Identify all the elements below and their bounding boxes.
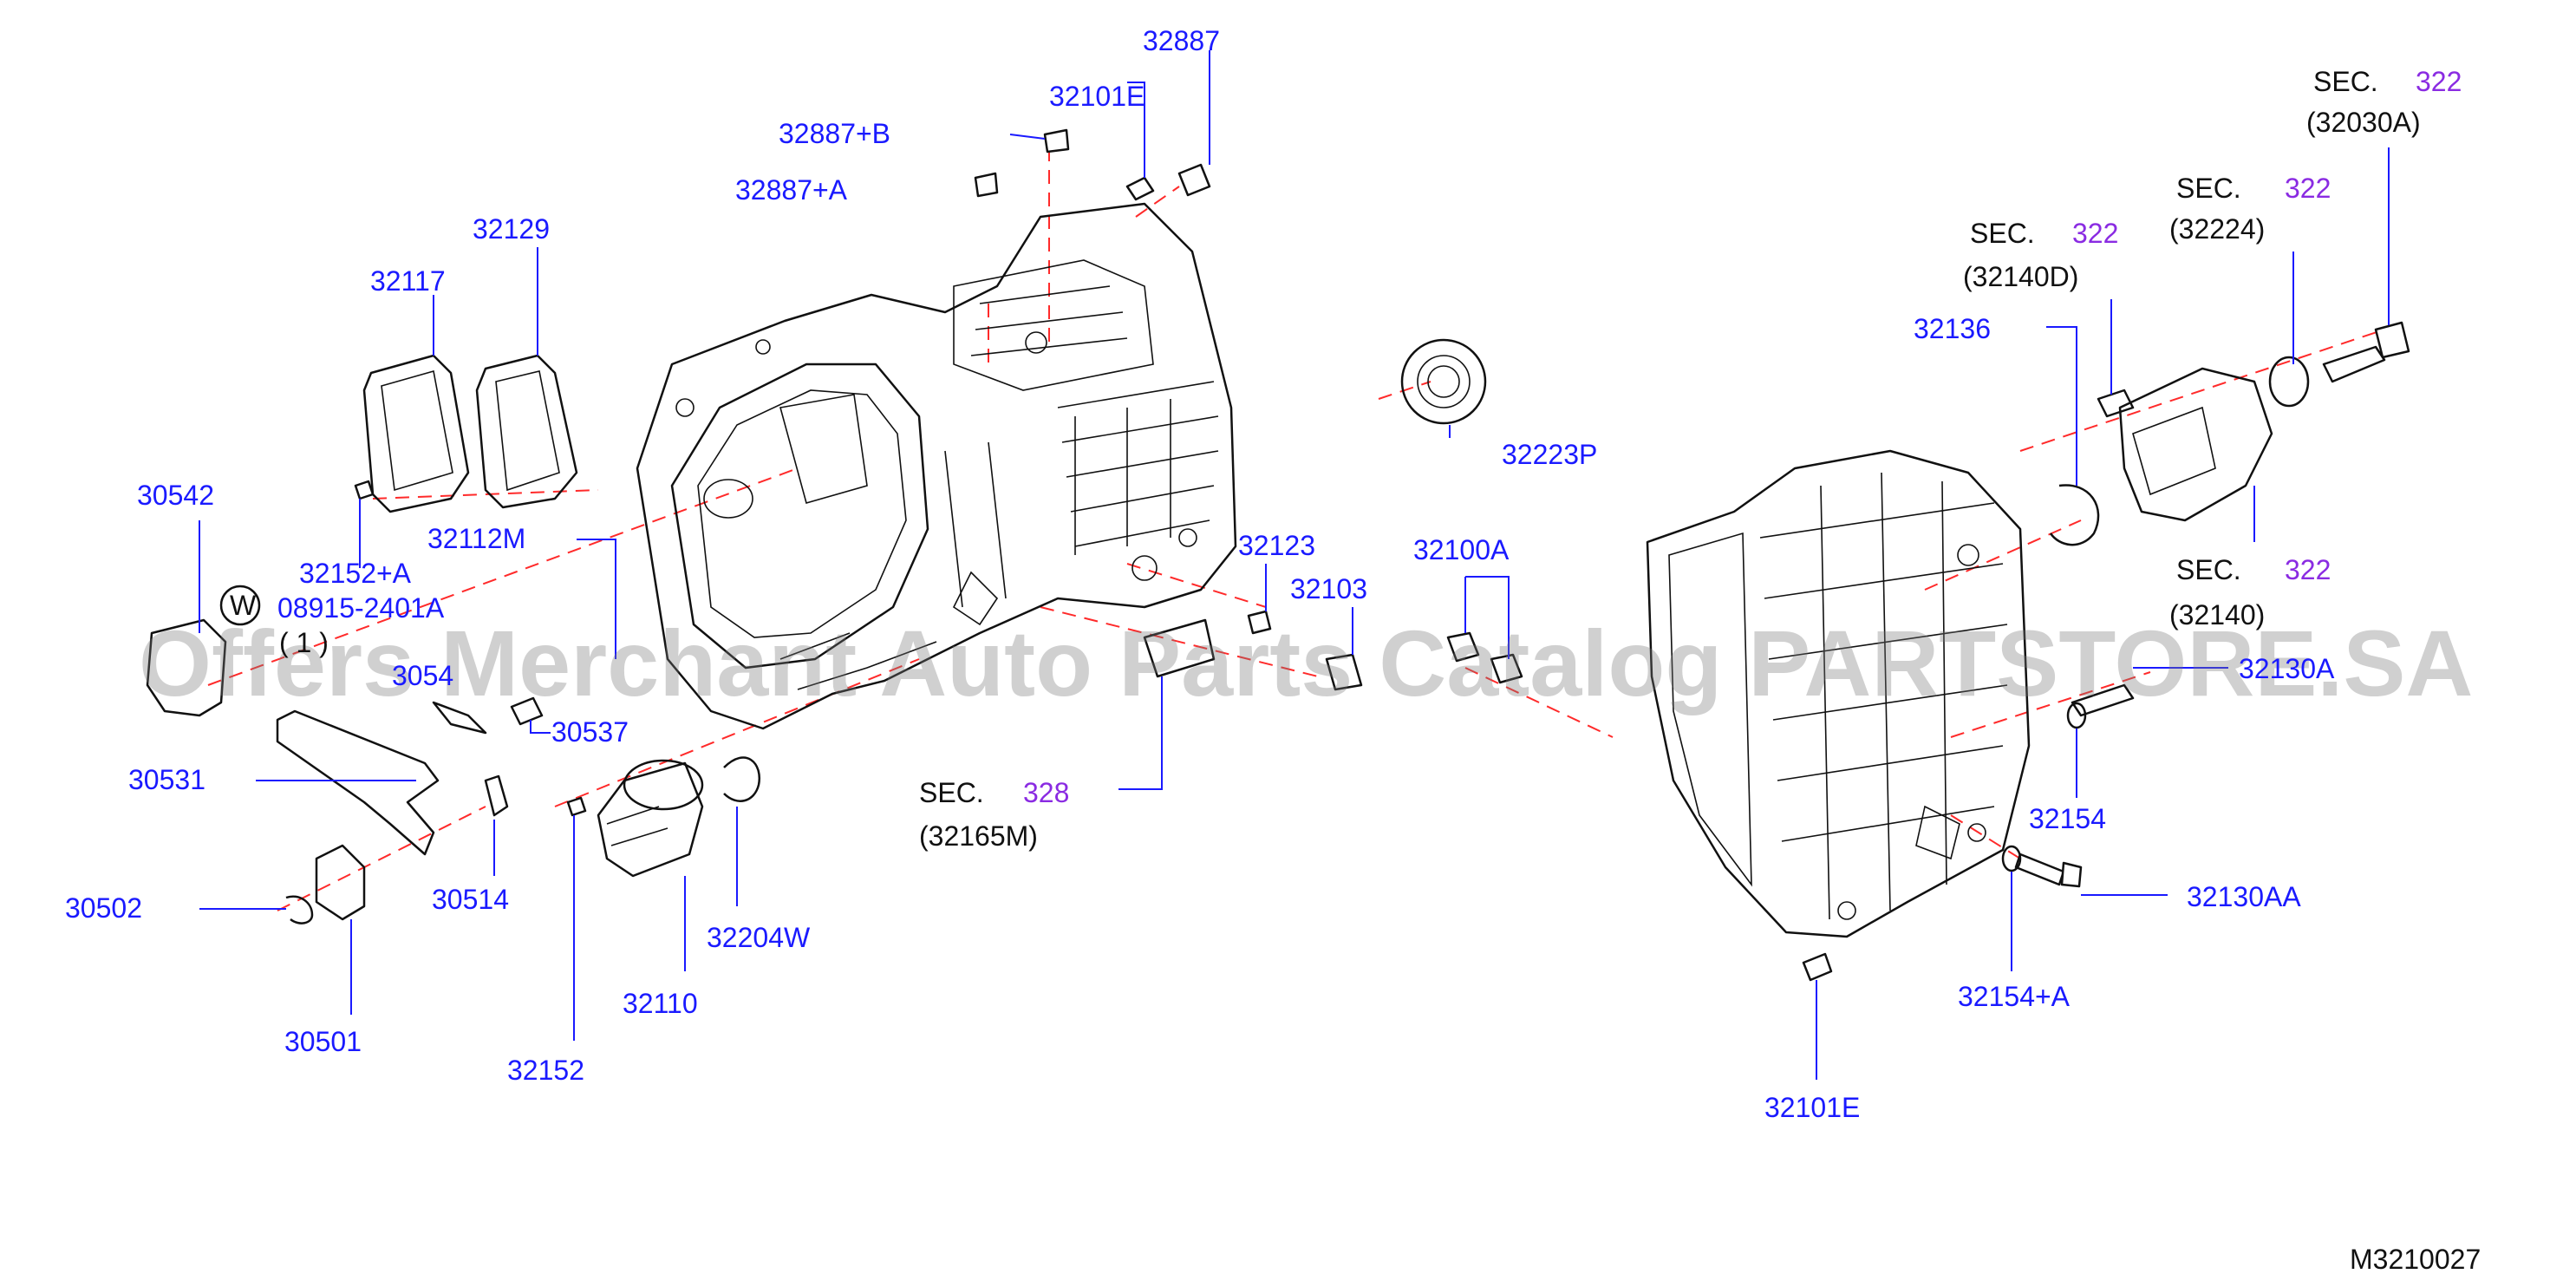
label-32130AA[interactable]: 32130AA bbox=[2187, 881, 2301, 912]
transmission-case-left bbox=[636, 202, 1237, 730]
label-32887-B[interactable]: 32887+B bbox=[779, 118, 890, 149]
label-32887[interactable]: 32887 bbox=[1143, 25, 1220, 56]
label-30501[interactable]: 30501 bbox=[284, 1026, 362, 1057]
transmission-case-right bbox=[1646, 449, 2031, 938]
label-32152-A[interactable]: 32152+A bbox=[299, 558, 412, 589]
label-32152[interactable]: 32152 bbox=[507, 1055, 584, 1086]
label-32887-A[interactable]: 32887+A bbox=[735, 174, 848, 206]
label-32110[interactable]: 32110 bbox=[623, 988, 698, 1019]
label-32223P[interactable]: 32223P bbox=[1502, 439, 1597, 470]
diagram-code: M3210027 bbox=[2350, 1244, 2481, 1275]
sec-number-4[interactable]: 322 bbox=[2285, 554, 2331, 585]
label-32103[interactable]: 32103 bbox=[1290, 573, 1367, 604]
leader-lines bbox=[199, 50, 2390, 1080]
sec-number-1[interactable]: 322 bbox=[2416, 66, 2462, 97]
sec-number-2[interactable]: 322 bbox=[2285, 173, 2331, 204]
label-32130A[interactable]: 32130A bbox=[2239, 653, 2335, 684]
sec-ref-32140D[interactable]: (32140D) bbox=[1963, 261, 2078, 292]
label-30542[interactable]: 30542 bbox=[137, 480, 214, 511]
sec-ref-32030A[interactable]: (32030A) bbox=[2306, 107, 2421, 138]
label-3054x[interactable]: 3054 bbox=[392, 660, 453, 691]
sec-number-3[interactable]: 322 bbox=[2072, 218, 2118, 249]
sec-word-4: SEC. bbox=[2176, 554, 2241, 585]
small-parts bbox=[146, 128, 2410, 982]
label-08915-qty: ( 1 ) bbox=[279, 627, 329, 658]
section-references: SEC. 322 (32030A) SEC. 322 (32224) SEC. … bbox=[919, 66, 2462, 852]
sec-word-3: SEC. bbox=[1970, 218, 2035, 249]
sec-ref-32224[interactable]: (32224) bbox=[2169, 213, 2265, 245]
label-32117[interactable]: 32117 bbox=[370, 265, 446, 297]
label-32154-A[interactable]: 32154+A bbox=[1958, 981, 2071, 1012]
label-32112M[interactable]: 32112M bbox=[427, 523, 525, 554]
label-08915-2401A[interactable]: 08915-2401A bbox=[277, 592, 445, 624]
sec-word-1: SEC. bbox=[2313, 66, 2378, 97]
sec-word-2: SEC. bbox=[2176, 173, 2241, 204]
label-32204W[interactable]: 32204W bbox=[707, 922, 811, 953]
w-symbol-letter: W bbox=[230, 590, 257, 621]
label-32101E-top[interactable]: 32101E bbox=[1049, 81, 1145, 112]
sec-ref-32165M[interactable]: (32165M) bbox=[919, 820, 1038, 852]
label-32154[interactable]: 32154 bbox=[2029, 803, 2106, 834]
part-labels: 32887 32101E 32887+B 32887+A 32129 32117… bbox=[65, 25, 2335, 1123]
label-32136[interactable]: 32136 bbox=[1914, 313, 1991, 344]
sec-number-5[interactable]: 328 bbox=[1023, 777, 1069, 808]
label-30537[interactable]: 30537 bbox=[551, 716, 629, 748]
label-32129[interactable]: 32129 bbox=[473, 213, 550, 245]
label-30514[interactable]: 30514 bbox=[432, 884, 509, 915]
sec-ref-32140[interactable]: (32140) bbox=[2169, 599, 2265, 630]
sec-word-5: SEC. bbox=[919, 777, 984, 808]
label-30502[interactable]: 30502 bbox=[65, 892, 142, 924]
label-32100A[interactable]: 32100A bbox=[1413, 534, 1510, 565]
label-32123[interactable]: 32123 bbox=[1238, 530, 1315, 561]
watermark: Offers Merchant Auto Parts Catalog PARTS… bbox=[139, 611, 2473, 715]
label-32101E-bottom[interactable]: 32101E bbox=[1764, 1092, 1860, 1123]
label-30531[interactable]: 30531 bbox=[128, 764, 205, 795]
w-symbol-circle bbox=[219, 585, 261, 626]
